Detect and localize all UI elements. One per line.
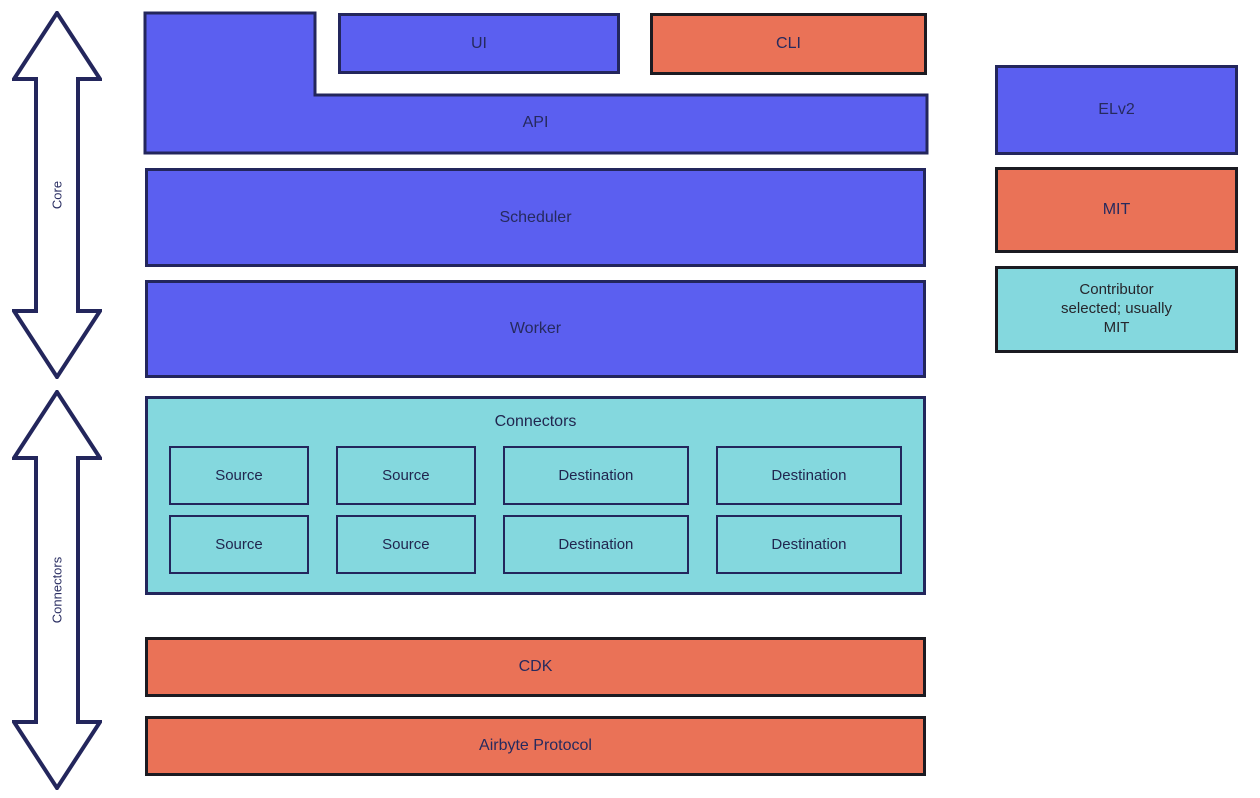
double-arrow-vertical-icon: [12, 11, 102, 379]
connectors-arrow-label: Connectors: [49, 556, 65, 624]
connector-cell-destination: Destination: [715, 446, 902, 505]
cli-block: CLI: [650, 13, 927, 75]
connector-cell-destination: Destination: [715, 515, 902, 574]
connectors-arrow: Connectors: [12, 390, 102, 790]
airbyte-protocol-block: Airbyte Protocol: [145, 716, 926, 776]
connector-cell-source: Source: [335, 515, 476, 574]
legend-mit-label: MIT: [1102, 201, 1131, 218]
legend-elv2-label: ELv2: [1098, 101, 1135, 118]
legend-item-elv2: ELv2: [995, 65, 1238, 155]
worker-block-label: Worker: [509, 320, 562, 337]
cdk-block: CDK: [145, 637, 926, 697]
connectors-block: Connectors Source Source Destination Des…: [145, 396, 926, 595]
api-block-label: API: [522, 114, 549, 131]
double-arrow-vertical-icon: [12, 390, 102, 790]
core-arrow: Core: [12, 11, 102, 379]
connectors-grid: Source Source Destination Destination So…: [169, 446, 902, 574]
connectors-block-title: Connectors: [494, 413, 577, 430]
connector-cell-destination: Destination: [502, 446, 689, 505]
worker-block: Worker: [145, 280, 926, 378]
cdk-block-label: CDK: [518, 658, 553, 675]
connector-cell-destination: Destination: [502, 515, 689, 574]
ui-block-label: UI: [471, 34, 487, 52]
ui-block: UI: [338, 13, 620, 74]
api-block-shape: [143, 11, 929, 155]
cli-block-label: CLI: [776, 35, 801, 52]
legend-item-contributor: Contributor selected; usually MIT: [995, 266, 1238, 353]
connector-cell-source: Source: [169, 446, 309, 505]
scheduler-block: Scheduler: [145, 168, 926, 267]
legend-contributor-label: Contributor selected; usually MIT: [1061, 281, 1172, 336]
legend-item-mit: MIT: [995, 167, 1238, 253]
connector-cell-source: Source: [335, 446, 476, 505]
scheduler-block-label: Scheduler: [499, 208, 572, 226]
connector-cell-source: Source: [169, 515, 309, 574]
core-arrow-label: Core: [49, 180, 65, 210]
airbyte-protocol-block-label: Airbyte Protocol: [479, 737, 592, 754]
